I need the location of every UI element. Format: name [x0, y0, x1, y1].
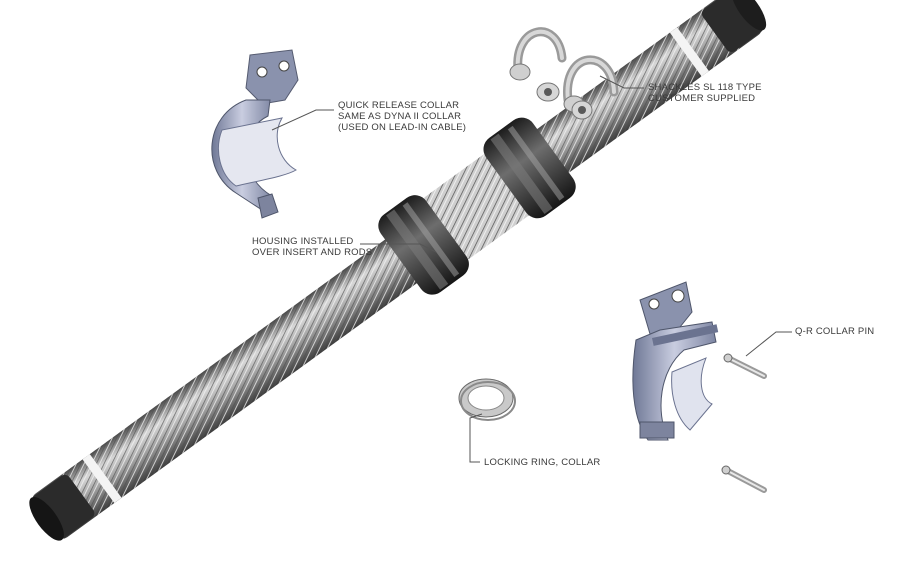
leader-shackles	[599, 75, 644, 89]
callout-housing: HOUSING INSTALLED OVER INSERT AND RODS	[252, 236, 372, 258]
collar-right	[632, 281, 719, 441]
rod-assembly	[29, 0, 767, 541]
shackle-pins	[509, 63, 593, 120]
housing-label-line1: HOUSING INSTALLED	[252, 236, 354, 247]
callout-quick-release-collar: QUICK RELEASE COLLAR SAME AS DYNA II COL…	[338, 100, 466, 133]
shackles	[513, 27, 619, 105]
shackles-label-line1: SHACKLES SL 118 TYPE	[648, 82, 762, 93]
callout-shackles: SHACKLES SL 118 TYPE CUSTOMER SUPPLIED	[648, 82, 762, 104]
leader-collar	[271, 109, 334, 131]
housing-label-line2: OVER INSERT AND RODS	[252, 247, 373, 258]
housing-right-half	[483, 117, 576, 219]
leader-housing	[360, 243, 437, 253]
leader-locking-ring	[469, 413, 483, 463]
shackles-label-line2: CUSTOMER SUPPLIED	[648, 93, 756, 104]
leader-collar-pin	[745, 331, 792, 357]
callout-collar-pin: Q-R COLLAR PIN	[795, 326, 874, 337]
right-end-face	[731, 0, 767, 31]
locking-ring-label: LOCKING RING, COLLAR	[484, 457, 601, 468]
collar-label-line2: SAME AS DYNA II COLLAR	[338, 111, 462, 122]
collar-label-line1: QUICK RELEASE COLLAR	[338, 100, 460, 111]
quick-release-collar	[211, 49, 299, 219]
collar-pin-upper	[723, 353, 767, 379]
housing-left-half	[378, 195, 469, 295]
leader-lines	[271, 75, 792, 463]
collar-pin-label: Q-R COLLAR PIN	[795, 326, 875, 337]
left-end-face	[29, 496, 64, 541]
collar-label-line3: (USED ON LEAD-IN CABLE)	[338, 122, 467, 133]
collar-pin-lower	[721, 465, 767, 493]
marker-band-left	[82, 454, 122, 504]
marker-band-right	[669, 27, 709, 77]
locking-ring	[458, 378, 516, 421]
callout-locking-ring: LOCKING RING, COLLAR	[484, 457, 600, 468]
